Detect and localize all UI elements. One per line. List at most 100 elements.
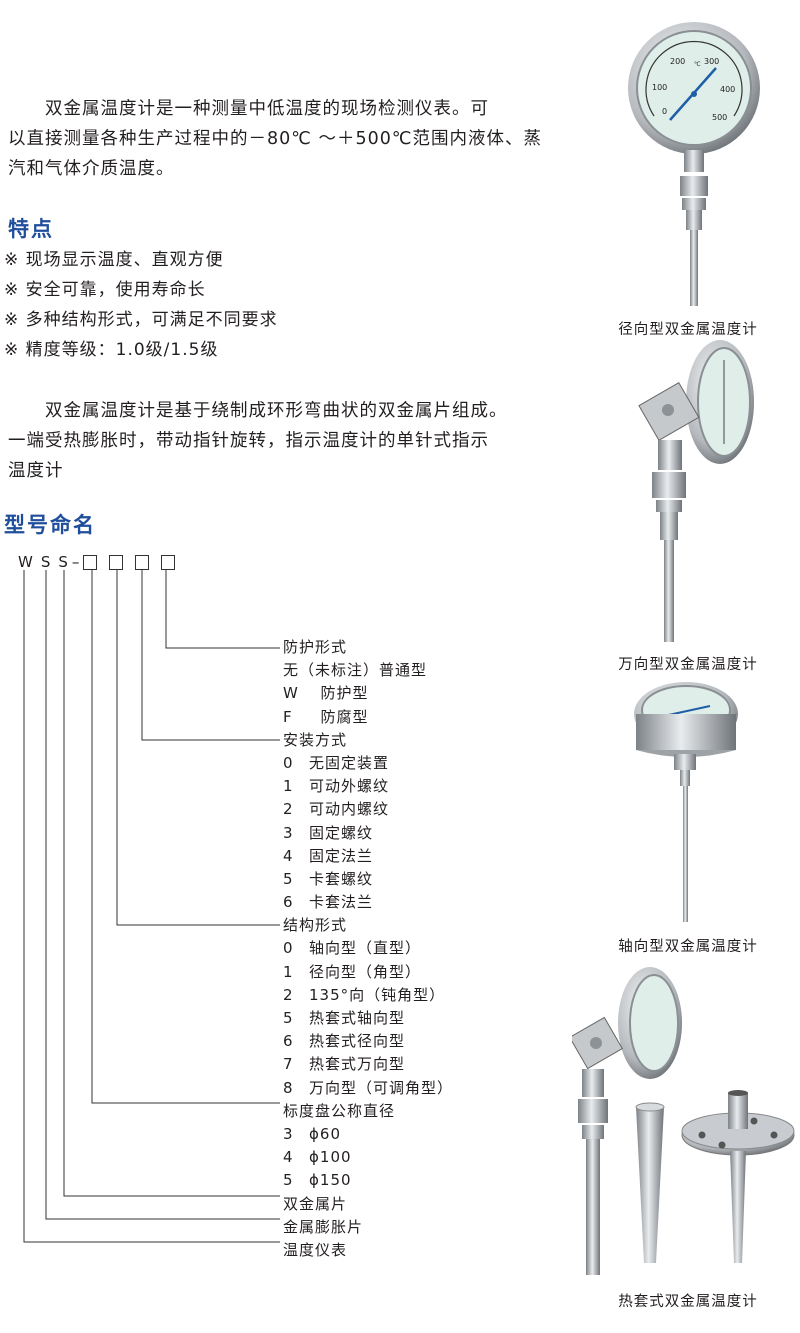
tree-option: W 防护型 xyxy=(283,682,453,705)
tree-key: 0 xyxy=(283,939,294,958)
naming-tree: 防护形式 无（未标注）普通型 W 防护型 F 防腐型 安装方式 0 无固定装置 1… xyxy=(283,636,453,1262)
tree-connector xyxy=(141,570,280,741)
tree-text: 安装方式 xyxy=(283,730,348,749)
dial-label: 300 xyxy=(704,57,719,66)
product-caption: 轴向型双金属温度计 xyxy=(618,939,758,955)
tree-connector xyxy=(23,570,280,1243)
features-list: ※ 现场显示温度、直观方便 ※ 安全可靠，使用寿命长 ※ 多种结构形式，可满足不… xyxy=(4,245,278,365)
tree-option: 3 固定螺纹 xyxy=(283,822,453,845)
product-caption: 径向型双金属温度计 xyxy=(618,322,758,338)
tree-heading: 结构形式 xyxy=(283,914,453,937)
tree-option: 5 热套式轴向型 xyxy=(283,1007,453,1030)
code-slot-box xyxy=(135,554,150,570)
tree-text: 可动内螺纹 xyxy=(309,800,390,819)
code-letter: W xyxy=(18,553,35,571)
tree-key: 6 xyxy=(283,893,294,912)
tree-option: 1 径向型（角型） xyxy=(283,961,453,984)
tree-text: 径向型（角型） xyxy=(309,962,422,981)
model-code: W S S – xyxy=(18,553,187,571)
radial-thermometer-image: 0 100 200 ℃ 300 400 500 xyxy=(628,22,760,306)
dial-label: 400 xyxy=(720,85,735,94)
tree-text: ϕ60 xyxy=(309,1124,341,1143)
tree-text: 无固定装置 xyxy=(309,753,390,772)
tree-connector xyxy=(116,570,280,926)
tree-text: ϕ100 xyxy=(309,1148,352,1167)
tree-key: 4 xyxy=(283,846,294,865)
tree-key: 2 xyxy=(283,985,294,1004)
tree-option: 0 无固定装置 xyxy=(283,752,453,775)
tree-key: 4 xyxy=(283,1148,294,1167)
tree-connector xyxy=(91,570,280,1104)
tree-text: 热套式轴向型 xyxy=(309,1009,406,1027)
tree-text: 标度盘公称直径 xyxy=(283,1101,396,1120)
tree-text: 防护型 xyxy=(320,684,369,703)
axial-thermometer-image xyxy=(634,682,738,922)
tree-option: 0 轴向型（直型） xyxy=(283,937,453,960)
code-letter: S xyxy=(58,553,70,571)
intro-paragraph: 双金属温度计是一种测量中低温度的现场检测仪表。可 以直接测量各种生产过程中的－8… xyxy=(8,94,568,184)
tree-text: 固定螺纹 xyxy=(309,823,374,842)
product-caption: 万向型双金属温度计 xyxy=(618,657,758,673)
dial-label: 100 xyxy=(652,83,667,92)
tree-key: 5 xyxy=(283,1171,294,1190)
intro-line: 汽和气体介质温度。 xyxy=(8,159,175,179)
intro-line: 双金属温度计是一种测量中低温度的现场检测仪表。可 xyxy=(8,99,489,119)
feature-item: ※ 精度等级：1.0级/1.5级 xyxy=(4,340,219,360)
principle-line: 温度计 xyxy=(8,461,64,481)
dial-label: 200 xyxy=(670,57,685,66)
naming-title: 型号命名 xyxy=(4,513,96,537)
code-letter: S xyxy=(40,553,53,571)
tree-text: 卡套螺纹 xyxy=(309,869,374,888)
tree-heading: 防护形式 xyxy=(283,636,453,659)
intro-line: 以直接测量各种生产过程中的－80℃ ～＋500℃范围内液体、蒸 xyxy=(8,129,543,149)
tree-option: F 防腐型 xyxy=(283,706,453,729)
universal-thermometer-image xyxy=(638,340,754,642)
tree-key: W xyxy=(283,684,299,703)
code-slot-box xyxy=(161,554,176,570)
product-caption: 热套式双金属温度计 xyxy=(618,1294,758,1310)
tree-text: 卡套法兰 xyxy=(309,893,374,912)
tree-key: 6 xyxy=(283,1032,294,1051)
tree-key: 3 xyxy=(283,823,294,842)
tree-connector xyxy=(165,570,280,649)
tree-text: 温度仪表 xyxy=(283,1240,348,1259)
features-title: 特点 xyxy=(8,217,54,241)
tree-connector xyxy=(63,570,280,1197)
tree-key: 5 xyxy=(283,1009,294,1027)
code-slot-box xyxy=(83,554,98,570)
code-dash: – xyxy=(71,553,82,571)
tree-text: 热套式万向型 xyxy=(309,1055,406,1074)
tree-heading: 金属膨胀片 xyxy=(283,1216,453,1239)
tree-text: 可动外螺纹 xyxy=(309,777,390,796)
tree-text: 万向型（可调角型） xyxy=(309,1078,454,1097)
tree-option: 4 ϕ100 xyxy=(283,1146,453,1169)
feature-item: ※ 多种结构形式，可满足不同要求 xyxy=(4,310,278,330)
tree-text: 135°向（钝角型） xyxy=(309,985,446,1004)
tree-heading: 标度盘公称直径 xyxy=(283,1100,453,1123)
feature-item: ※ 现场显示温度、直观方便 xyxy=(4,250,224,270)
tree-heading: 安装方式 xyxy=(283,729,453,752)
tree-connector xyxy=(45,570,280,1220)
tree-key: F xyxy=(283,707,293,726)
tree-text: ϕ150 xyxy=(309,1171,352,1190)
tree-heading: 温度仪表 xyxy=(283,1239,453,1262)
tree-text: 金属膨胀片 xyxy=(283,1217,364,1236)
tree-text: 结构形式 xyxy=(283,916,348,935)
tree-key: 1 xyxy=(283,777,294,796)
tree-text: 固定法兰 xyxy=(309,846,374,865)
tree-key: 1 xyxy=(283,962,294,981)
tree-key: 8 xyxy=(283,1078,294,1097)
tree-option: 8 万向型（可调角型） xyxy=(283,1077,453,1100)
tree-text: 防腐型 xyxy=(320,707,369,726)
tree-option: 4 固定法兰 xyxy=(283,845,453,868)
tree-key: 0 xyxy=(283,753,294,772)
tree-text: 无（未标注）普通型 xyxy=(283,661,428,680)
feature-item: ※ 安全可靠，使用寿命长 xyxy=(4,280,206,300)
principle-line: 一端受热膨胀时，带动指针旋转，指示温度计的单针式指示 xyxy=(8,431,489,451)
tree-key: 5 xyxy=(283,869,294,888)
tree-text: 轴向型（直型） xyxy=(309,939,422,958)
